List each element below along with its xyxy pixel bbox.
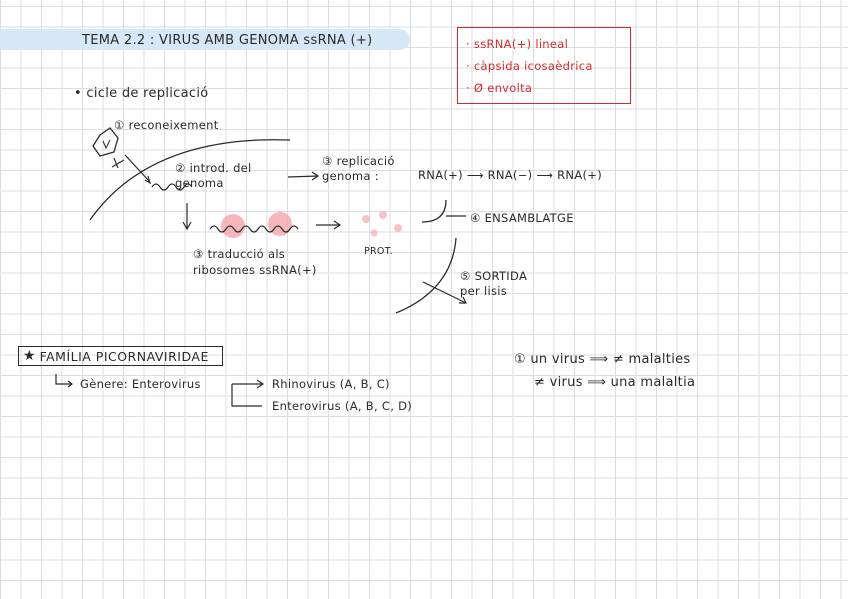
genome-wave	[151, 183, 193, 191]
step-translation: ③ traducció als ribosomes ssRNA(+)	[193, 247, 317, 277]
ribosome-1	[221, 214, 245, 238]
branch-rhinovirus: Rhinovirus (A, B, C)	[272, 377, 390, 391]
summary-item-3: · Ø envolta	[466, 81, 533, 95]
title-highlight	[0, 29, 410, 50]
virus-genome-icon	[102, 139, 111, 150]
protein-label: PROT.	[364, 246, 394, 257]
note-line-1: ① un virus ⟹ ≠ malalties	[514, 352, 691, 367]
receptor-icon	[111, 157, 125, 169]
entry-arrow	[124, 154, 151, 183]
assembly-bracket	[421, 199, 447, 223]
genus-label: Gènere: Enterovirus	[80, 377, 201, 391]
mrna-wave	[209, 225, 299, 233]
step-exit: ⑤ SORTIDA per lisis	[460, 269, 528, 298]
note-line-2: ≠ virus ⟹ una malaltia	[534, 375, 696, 390]
virus-capsid-icon	[92, 127, 119, 157]
summary-box	[457, 27, 631, 104]
summary-item-2: · càpsida icosaèdrica	[466, 59, 593, 73]
step-replication: ③ replicació genoma :	[322, 154, 395, 183]
replication-chain: RNA(+) ⟶ RNA(−) ⟶ RNA(+)	[418, 168, 603, 182]
to-replication-arrow	[287, 175, 319, 178]
protein-dot	[394, 224, 402, 232]
cell-membrane	[89, 139, 291, 221]
lysis-membrane	[395, 237, 457, 314]
page-title: TEMA 2.2 : VIRUS AMB GENOMA ssRNA (+)	[82, 33, 373, 48]
family-title: FAMÍLIA PICORNAVIRIDAE	[39, 348, 209, 364]
protein-dot	[379, 211, 387, 219]
branch-enterovirus: Enterovirus (A, B, C, D)	[272, 399, 413, 413]
ribosome-2	[268, 212, 292, 236]
branch-lines	[231, 384, 262, 407]
star-icon: ★	[23, 348, 36, 364]
cycle-heading: • cicle de replicació	[74, 86, 209, 101]
exit-arrow	[422, 281, 467, 304]
summary-item-1: · ssRNA(+) lineal	[466, 37, 569, 51]
family-title-box: ★ FAMÍLIA PICORNAVIRIDAE	[18, 346, 223, 366]
protein-dot	[362, 215, 370, 223]
genus-arrow	[55, 374, 72, 385]
step-recognition: ① reconeixement	[114, 118, 219, 132]
step-assembly: ④ ENSAMBLATGE	[470, 211, 574, 225]
step-intro: ② introd. del genoma	[175, 161, 252, 190]
protein-dot	[370, 229, 378, 237]
